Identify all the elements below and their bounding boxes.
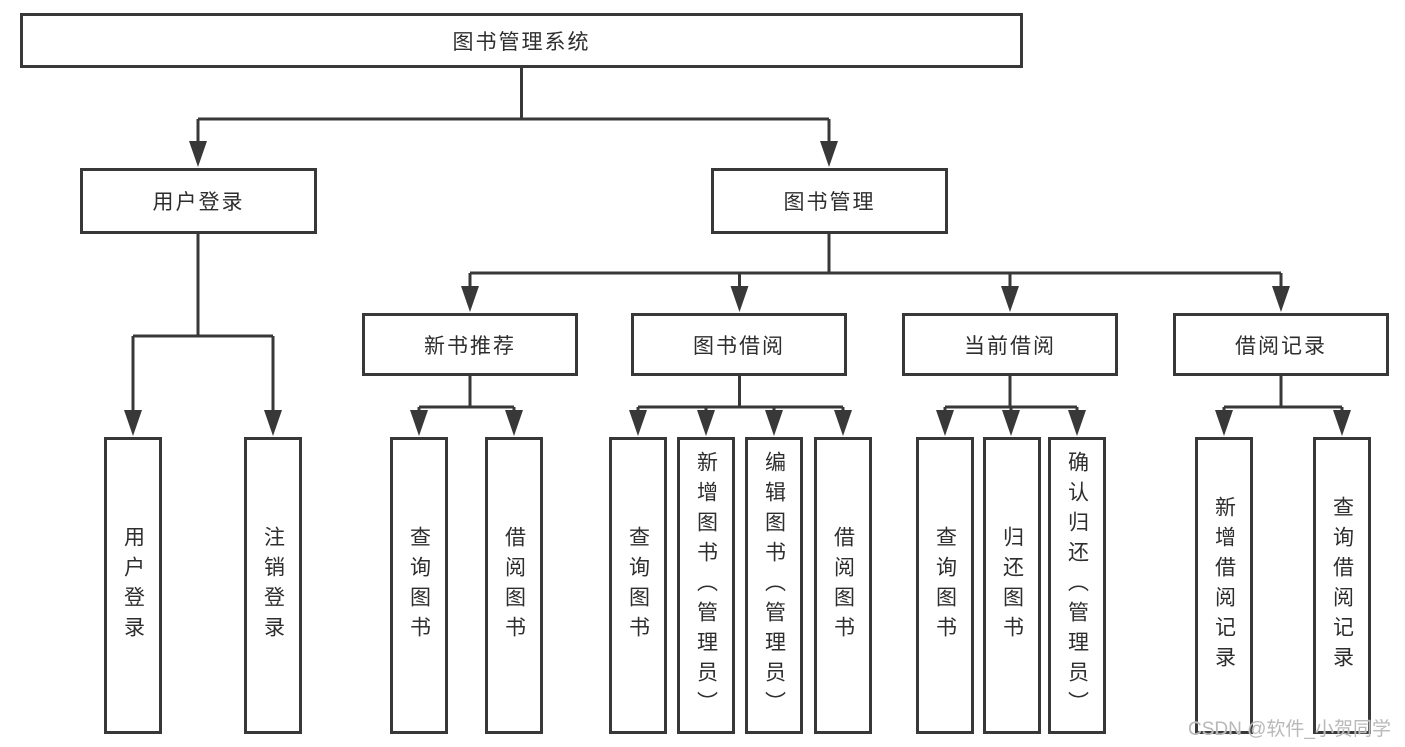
arrowhead bbox=[1001, 286, 1019, 312]
leaf-borrow-books-recommend: 借阅图书 bbox=[485, 437, 543, 734]
leaf-add-borrow-record: 新增借阅记录 bbox=[1195, 437, 1253, 734]
leaf-user-login: 用户登录 bbox=[104, 437, 162, 734]
arrowhead bbox=[936, 410, 954, 436]
arrowhead bbox=[697, 410, 715, 436]
arrowhead bbox=[834, 410, 852, 436]
arrowhead bbox=[1272, 286, 1290, 312]
arrowhead bbox=[461, 286, 479, 312]
leaf-query-books-current: 查询图书 bbox=[916, 437, 974, 734]
arrowhead bbox=[820, 141, 838, 167]
arrowhead bbox=[410, 410, 428, 436]
connector-book-borrow-to-children bbox=[636, 376, 845, 414]
watermark-text: CSDN @软件_小贺同学 bbox=[1188, 719, 1391, 740]
arrowhead bbox=[1215, 410, 1233, 436]
leaf-logout: 注销登录 bbox=[244, 437, 302, 734]
leaf-query-books-borrowing: 查询图书 bbox=[609, 437, 667, 734]
arrowhead bbox=[124, 410, 142, 436]
leaf-confirm-return-admin: 确认归还（管理员） bbox=[1048, 437, 1106, 734]
arrowhead bbox=[1333, 410, 1351, 436]
node-book-management: 图书管理 bbox=[711, 168, 948, 234]
arrowhead bbox=[264, 410, 282, 436]
arrowhead bbox=[765, 410, 783, 436]
arrowhead bbox=[1068, 410, 1086, 436]
connector-root-to-level2 bbox=[196, 68, 831, 145]
connector-book-mgmt-to-level3 bbox=[468, 234, 1283, 290]
leaf-query-books-recommend: 查询图书 bbox=[390, 437, 448, 734]
connector-borrow-records-to-children bbox=[1222, 376, 1344, 414]
connector-current-borrow-to-children bbox=[943, 376, 1079, 414]
leaf-add-book-admin: 新增图书（管理员） bbox=[677, 437, 735, 734]
leaf-return-books: 归还图书 bbox=[983, 437, 1041, 734]
connector-user-login-to-children bbox=[131, 234, 275, 414]
leaf-query-borrow-record: 查询借阅记录 bbox=[1313, 437, 1371, 734]
connector-new-book-to-children bbox=[417, 376, 516, 414]
node-new-book-recommend: 新书推荐 bbox=[362, 313, 578, 376]
leaf-borrow-books-borrowing: 借阅图书 bbox=[814, 437, 872, 734]
arrowhead bbox=[730, 286, 749, 312]
arrowhead bbox=[505, 410, 523, 436]
leaf-edit-book-admin: 编辑图书（管理员） bbox=[745, 437, 803, 734]
node-borrowing-records: 借阅记录 bbox=[1173, 313, 1389, 376]
node-current-borrowing: 当前借阅 bbox=[902, 313, 1118, 376]
arrowhead bbox=[189, 141, 207, 167]
arrowhead bbox=[1002, 410, 1020, 436]
node-root: 图书管理系统 bbox=[20, 13, 1023, 68]
node-book-borrowing: 图书借阅 bbox=[631, 313, 847, 376]
node-user-login: 用户登录 bbox=[80, 168, 317, 234]
arrowhead bbox=[629, 410, 647, 436]
